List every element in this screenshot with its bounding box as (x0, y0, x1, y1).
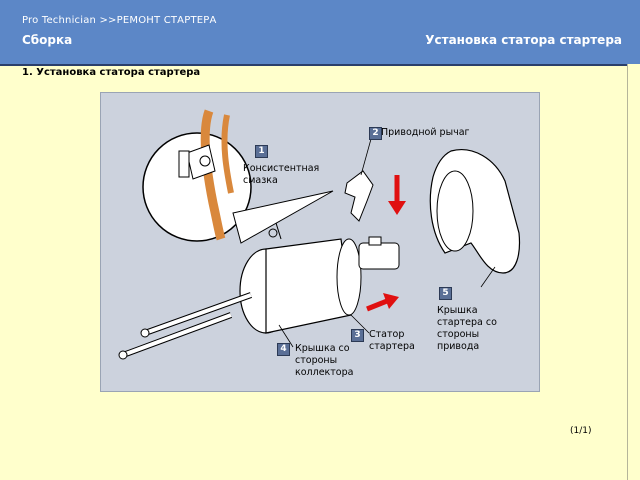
callout-badge-2: 2 (369, 127, 382, 140)
drive-lever (344, 170, 374, 222)
callout-badge-3: 3 (351, 329, 364, 342)
scrollbar[interactable] (627, 64, 640, 480)
callout-badge-5: 5 (439, 287, 452, 300)
breadcrumb[interactable]: Pro Technician >>РЕМОНТ СТАРТЕРА (22, 15, 217, 26)
label-drive-end-housing: Крышка стартера со стороны привода (437, 305, 497, 352)
header-bar: Pro Technician >>РЕМОНТ СТАРТЕРА Сборка … (0, 0, 640, 66)
step-title: 1. Установка статора стартера (22, 67, 201, 78)
label-grease: Консистентная смазка (243, 163, 320, 186)
label-commutator-end-frame: Крышка со стороны коллектора (295, 343, 354, 378)
motion-arrows (366, 175, 406, 312)
leader-lines (278, 138, 496, 348)
label-stator: Статор стартера (369, 329, 415, 352)
magnified-detail (142, 109, 334, 244)
through-bolts (118, 292, 253, 360)
callout-badge-4: 4 (277, 343, 290, 356)
page-counter: (1/1) (570, 426, 592, 436)
section-title: Сборка (22, 33, 73, 47)
starter-stator (239, 222, 400, 334)
drive-end-housing (429, 149, 521, 274)
starter-diagram (118, 109, 521, 360)
callout-badge-1: 1 (255, 145, 268, 158)
assembly-illustration: 1 Консистентная смазка 2 Приводной рычаг… (100, 92, 540, 392)
page-title: Установка статора стартера (425, 33, 622, 47)
label-drive-lever: Приводной рычаг (381, 127, 470, 138)
